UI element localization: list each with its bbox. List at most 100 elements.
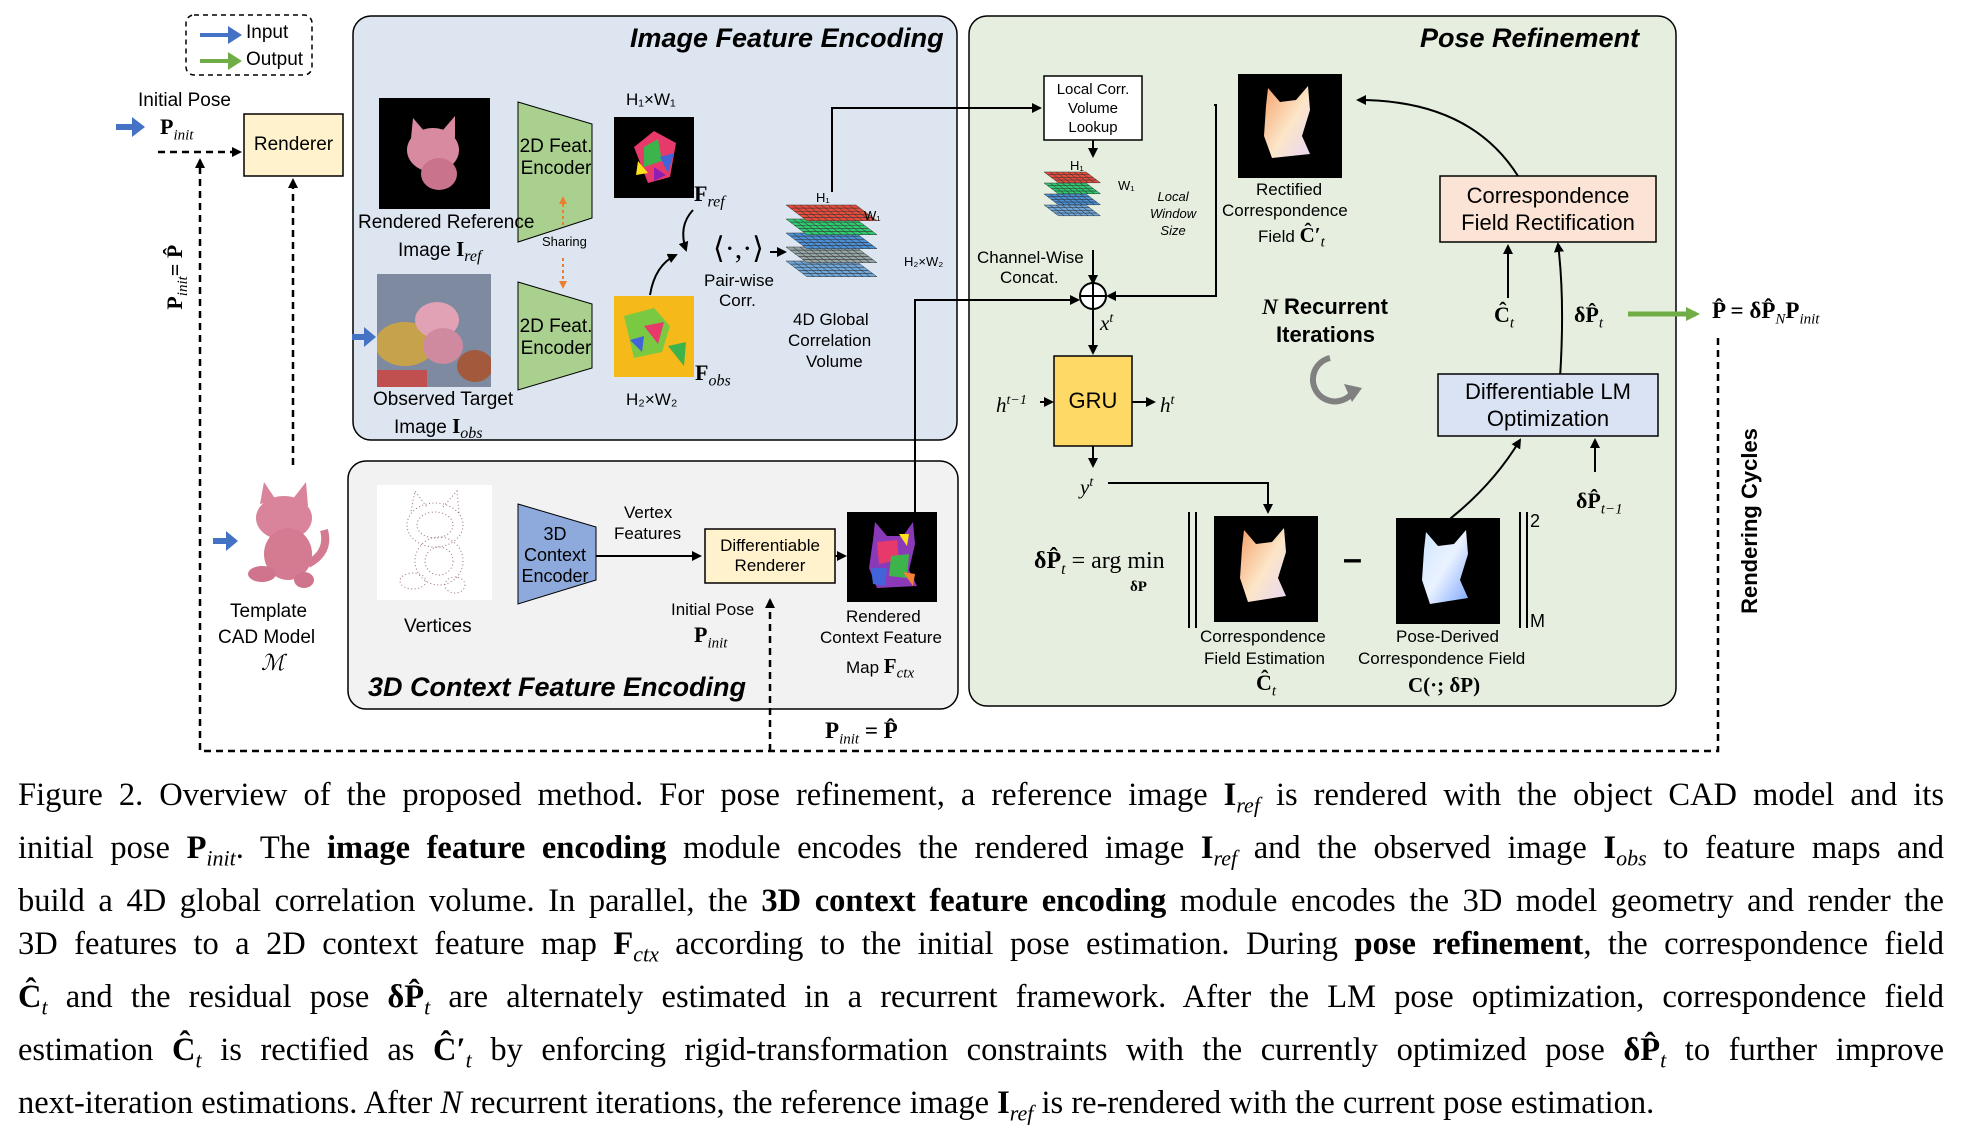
context-map-sub: ctx bbox=[896, 665, 915, 682]
context-pinit-sub: init bbox=[707, 635, 728, 652]
caption-math-sub: ref bbox=[1009, 1100, 1034, 1125]
caption-text-run: to feature maps and bbox=[1646, 830, 1944, 866]
observed-caption-2-text: Image bbox=[394, 417, 453, 438]
caption-text-run: . The bbox=[235, 830, 327, 866]
caption-bold-run: 3D context feature encoding bbox=[761, 883, 1166, 919]
input-arrow-observed bbox=[352, 327, 376, 347]
output-p: P bbox=[1785, 298, 1800, 323]
recurrent-cycle-arrowhead bbox=[1344, 384, 1362, 402]
caption-text-run: and the residual pose bbox=[47, 978, 388, 1015]
caption-text-run: is rendered with the object CAD model an… bbox=[1259, 777, 1944, 813]
cfr-label: Correspondence Field Rectification bbox=[1461, 183, 1635, 235]
reference-caption-2-text: Image bbox=[398, 240, 457, 261]
caption-line: estimation Ĉt is rectified as Ĉ′t by enf… bbox=[18, 1029, 1944, 1082]
minus-sign: – bbox=[1343, 540, 1362, 578]
volume-cell bbox=[1090, 212, 1102, 217]
caption-text-run: by enforcing rigid-transformation constr… bbox=[471, 1031, 1624, 1068]
caption-math-sub: t bbox=[1660, 1047, 1667, 1072]
local-window-volume bbox=[1043, 171, 1102, 217]
volume-cell bbox=[865, 245, 878, 249]
caption-line: next-iteration estimations. After N recu… bbox=[18, 1082, 1944, 1135]
yt-label: yt bbox=[1080, 472, 1093, 499]
caption-math-sub: t bbox=[424, 994, 431, 1019]
volume-cell bbox=[1090, 190, 1102, 195]
bottom-sub: init bbox=[839, 731, 860, 748]
caption-math-symbol: Iobs bbox=[1603, 830, 1646, 871]
volume-cell bbox=[865, 217, 878, 221]
context-map-label-3-text: Map bbox=[846, 658, 884, 677]
rectified-to-concat-arrow bbox=[1106, 104, 1217, 301]
caption-math-sub: ref bbox=[1236, 792, 1260, 818]
derived-label-1: Pose-Derived bbox=[1396, 627, 1499, 646]
caption-math-sub: t bbox=[465, 1047, 472, 1072]
estimation-symbol: Ĉt bbox=[1256, 672, 1276, 702]
caption-text-run: 3D features to a 2D context feature map bbox=[18, 925, 614, 962]
fref-to-corr-arrow bbox=[678, 209, 694, 252]
observed-target-image bbox=[377, 274, 491, 387]
observed-caption-2: Image Iobs bbox=[394, 415, 483, 445]
h-next-label: ht bbox=[1160, 390, 1174, 417]
lm-box bbox=[1437, 373, 1659, 437]
input-arrow-pose bbox=[116, 117, 145, 137]
lm-label: Differentiable LM Optimization bbox=[1465, 379, 1631, 431]
context-encoder-label: 3D Context Encoder bbox=[521, 523, 589, 586]
caption-math-base: I bbox=[1223, 777, 1237, 813]
feature-map-obs-glyph bbox=[614, 296, 694, 377]
loop-label-rhs: = P̂ bbox=[161, 244, 187, 277]
legend-output-label: Output bbox=[246, 49, 304, 70]
caption-math-base: Ĉ′ bbox=[432, 1031, 466, 1068]
observed-cat-glyph bbox=[377, 274, 491, 387]
caption-math-symbol: δP̂t bbox=[387, 979, 430, 1020]
diff-renderer-label: Differentiable Renderer bbox=[720, 536, 820, 575]
caption-math-symbol: Ĉ′t bbox=[432, 1031, 472, 1073]
caption-text-run: is re-rendered with the current pose est… bbox=[1033, 1084, 1655, 1121]
volume-cell bbox=[1090, 179, 1102, 184]
caption-text-run: initial pose bbox=[18, 830, 187, 866]
caption-math-sub: obs bbox=[1616, 845, 1647, 871]
caption-text-run: module encodes the 3D model geometry and… bbox=[1166, 883, 1944, 919]
dp-prev-sym: δP̂ bbox=[1576, 488, 1601, 513]
caption-math-base: P bbox=[186, 830, 207, 866]
vertex-features-label-1: Vertex bbox=[624, 503, 673, 522]
n-recurrent-text: Recurrent bbox=[1277, 294, 1388, 319]
argmin-lhs-sub: t bbox=[1061, 560, 1066, 578]
caption-text-run: estimation bbox=[18, 1031, 172, 1068]
h-next-sym: h bbox=[1160, 393, 1171, 417]
template-label-2: CAD Model bbox=[218, 627, 316, 648]
dp-sym: δP̂ bbox=[1574, 302, 1599, 327]
estimation-label-2: Field Estimation bbox=[1204, 649, 1325, 668]
gru-label: GRU bbox=[1068, 388, 1118, 413]
cat-model-glyph bbox=[248, 482, 330, 588]
volume-h1-label: H₁ bbox=[816, 190, 830, 205]
fobs-label: Fobs bbox=[695, 362, 731, 392]
cfr-box bbox=[1439, 175, 1657, 243]
norm-sup: 2 bbox=[1530, 511, 1541, 531]
pairwise-symbol: ⟨·,·⟩ bbox=[713, 232, 764, 265]
fref-sub: ref bbox=[707, 193, 725, 211]
caption-line: Figure 2. Overview of the proposed metho… bbox=[18, 774, 1944, 827]
caption-math-sub: t bbox=[195, 1047, 202, 1072]
legend-output-arrow bbox=[200, 52, 242, 70]
local-w1-label: W₁ bbox=[1118, 178, 1135, 193]
image-feature-title: Image Feature Encoding bbox=[630, 23, 944, 53]
argmin-eq: = arg min bbox=[1065, 548, 1165, 574]
h-next-sup: t bbox=[1170, 393, 1175, 408]
volume-cell bbox=[1090, 201, 1102, 206]
context-feature-map-image bbox=[847, 512, 937, 602]
loop-label: Pinit= P̂ bbox=[161, 222, 194, 332]
caption-math-base: δP̂ bbox=[1623, 1031, 1661, 1068]
caption-bold-run: pose refinement bbox=[1355, 926, 1584, 962]
pairwise-label-2: Corr. bbox=[719, 291, 756, 310]
rendering-cycles-label: Rendering Cycles bbox=[1737, 428, 1762, 614]
cfr-to-rectified-arrow bbox=[1356, 95, 1519, 177]
encoder-top-label: 2D Feat. Encoder bbox=[519, 136, 593, 179]
dp-sub: t bbox=[1598, 315, 1604, 332]
global-correlation-volume bbox=[785, 204, 878, 277]
chat-sym: Ĉ bbox=[1494, 302, 1510, 327]
context-initial-pose-symbol: Pinit bbox=[694, 624, 727, 654]
feature-map-obs bbox=[614, 296, 694, 377]
context-pinit-sym: P bbox=[694, 622, 708, 647]
dp-prev-label: δP̂t−1 bbox=[1576, 490, 1623, 520]
rectified-label-3-text: Field bbox=[1258, 227, 1300, 246]
recurrent-cycle-icon bbox=[1309, 355, 1356, 405]
